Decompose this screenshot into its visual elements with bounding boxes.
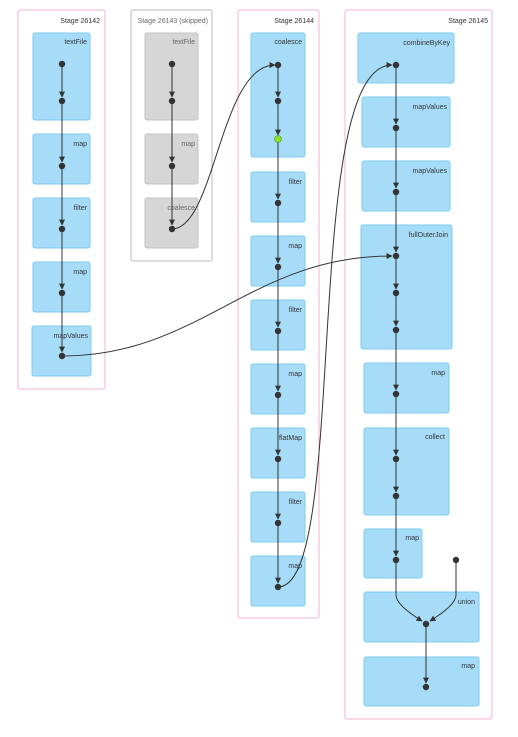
rdd-node[interactable] xyxy=(392,556,400,564)
op-coalesce-label: coalesce xyxy=(274,39,302,46)
rdd-node[interactable] xyxy=(392,61,400,69)
rdd-node[interactable] xyxy=(274,455,282,463)
rdd-node[interactable] xyxy=(392,492,400,500)
op-union-label: union xyxy=(458,599,475,606)
rdd-node[interactable] xyxy=(392,455,400,463)
op-map[interactable] xyxy=(363,362,450,414)
rdd-node[interactable] xyxy=(274,61,282,69)
op-textfile-label: textFile xyxy=(172,39,195,46)
op-map-3-label: map xyxy=(288,563,302,570)
op-mapvalues-label: mapValues xyxy=(412,104,447,111)
op-collect[interactable] xyxy=(363,427,450,516)
rdd-node[interactable] xyxy=(392,252,400,260)
rdd-node[interactable] xyxy=(58,162,66,170)
rdd-node[interactable] xyxy=(168,60,176,68)
op-map-label: map xyxy=(431,370,445,377)
cross-stage-edge xyxy=(277,62,393,588)
rdd-node[interactable] xyxy=(452,556,460,564)
rdd-node[interactable] xyxy=(168,97,176,105)
op-combinebykey[interactable] xyxy=(357,32,455,84)
stage-26144-frame xyxy=(237,9,320,619)
op-fullouterjoin[interactable] xyxy=(360,224,453,350)
op-map-2-label: map xyxy=(73,269,87,276)
stage-26145[interactable]: Stage 26145 combineByKey mapValues mapVa… xyxy=(344,9,493,720)
edge xyxy=(395,560,423,622)
rdd-node[interactable] xyxy=(274,519,282,527)
op-mapvalues-2-label: mapValues xyxy=(412,168,447,175)
edge xyxy=(429,560,457,622)
stage-26144[interactable]: Stage 26144 coalesce filter map filter m… xyxy=(237,9,320,619)
op-filter-2-label: filter xyxy=(289,307,303,314)
op-coalesce-label: coalesce xyxy=(167,205,195,212)
op-map-3-label: map xyxy=(461,663,475,670)
op-map-label: map xyxy=(73,141,87,148)
stage-26143[interactable]: Stage 26143 (skipped) textFile map coale… xyxy=(130,9,213,262)
rdd-node[interactable] xyxy=(274,263,282,271)
op-map-2-label: map xyxy=(288,371,302,378)
op-mapvalues-2[interactable] xyxy=(361,160,451,212)
op-map-label: map xyxy=(288,243,302,250)
cached-rdd-node[interactable] xyxy=(274,135,282,143)
op-map-2-label: map xyxy=(405,535,419,542)
rdd-node[interactable] xyxy=(392,124,400,132)
rdd-node[interactable] xyxy=(422,620,430,628)
op-mapvalues[interactable] xyxy=(361,96,451,148)
rdd-node[interactable] xyxy=(392,326,400,334)
rdd-node[interactable] xyxy=(274,97,282,105)
stage-26142-frame xyxy=(17,9,106,390)
stage-26142-title: Stage 26142 xyxy=(60,18,100,25)
rdd-node[interactable] xyxy=(392,390,400,398)
stage-26143-frame xyxy=(130,9,213,262)
rdd-node[interactable] xyxy=(58,97,66,105)
op-map-3[interactable] xyxy=(363,656,480,707)
stage-26145-title: Stage 26145 xyxy=(448,18,488,25)
rdd-node[interactable] xyxy=(274,327,282,335)
rdd-node[interactable] xyxy=(392,188,400,196)
stage-26144-title: Stage 26144 xyxy=(274,18,314,25)
rdd-node[interactable] xyxy=(58,60,66,68)
rdd-node[interactable] xyxy=(274,391,282,399)
op-filter-3-label: filter xyxy=(289,499,303,506)
op-filter-label: filter xyxy=(74,205,88,212)
op-mapvalues-label: mapValues xyxy=(53,333,88,340)
rdd-node[interactable] xyxy=(274,199,282,207)
op-combinebykey-label: combineByKey xyxy=(403,40,450,47)
rdd-node[interactable] xyxy=(392,289,400,297)
op-map-label: map xyxy=(181,141,195,148)
rdd-node[interactable] xyxy=(422,683,430,691)
cross-stage-edge xyxy=(61,253,393,357)
rdd-node[interactable] xyxy=(58,289,66,297)
rdd-node[interactable] xyxy=(168,162,176,170)
op-flatmap-label: flatMap xyxy=(279,435,302,442)
cross-stage-edge xyxy=(171,62,276,230)
stage-26143-title: Stage 26143 (skipped) xyxy=(138,18,208,25)
op-fullouterjoin-label: fullOuterJoin xyxy=(409,232,448,239)
op-collect-label: collect xyxy=(425,434,445,441)
op-textfile-label: textFile xyxy=(64,39,87,46)
stage-26145-frame xyxy=(344,9,493,720)
stage-26142[interactable]: Stage 26142 textFile map filter map mapV… xyxy=(17,9,106,390)
rdd-node[interactable] xyxy=(58,225,66,233)
op-filter-label: filter xyxy=(289,179,303,186)
